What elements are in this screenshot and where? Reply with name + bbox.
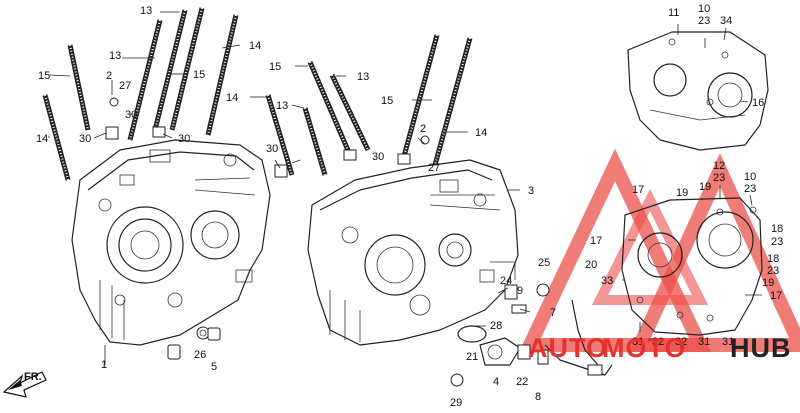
callout-label: 2 — [420, 123, 426, 135]
callout-label: 3 — [528, 185, 534, 197]
callout-label: 30 — [372, 151, 384, 163]
callout-label: 14 — [226, 92, 238, 104]
callout-label: 19 — [699, 181, 711, 193]
callout-label: 10 — [744, 171, 756, 183]
front-direction-label: FR. — [24, 371, 42, 383]
callout-labels: 13 14 15 13 2 27 15 14 30 30 30 15 13 14… — [36, 3, 783, 409]
callout-label: 9 — [517, 285, 523, 297]
watermark-brand-right: HUB — [730, 333, 792, 363]
right-crankcase-half — [307, 159, 519, 346]
callout-label: 13 — [140, 5, 152, 17]
callout-label: 23 — [771, 236, 783, 248]
callout-label: 2 — [106, 70, 112, 82]
callout-label: 17 — [590, 235, 602, 247]
callout-label: 27 — [428, 162, 440, 174]
left-small-parts — [167, 164, 288, 360]
callout-label: 28 — [490, 320, 502, 332]
callout-label: 14 — [36, 133, 48, 145]
callout-label: 25 — [538, 257, 550, 269]
left-stud-bolts — [42, 7, 239, 181]
callout-label: 4 — [493, 376, 499, 388]
center-stud-bolts — [265, 34, 473, 176]
callout-label: 33 — [601, 275, 613, 287]
callout-label: 11 — [668, 7, 679, 19]
callout-label: 30 — [125, 109, 137, 121]
callout-label: 21 — [466, 351, 478, 363]
callout-label: 30 — [79, 133, 91, 145]
watermark-logo — [518, 148, 800, 352]
callout-label: 13 — [276, 100, 288, 112]
callout-label: 8 — [535, 391, 541, 403]
callout-label: 31 — [722, 336, 734, 348]
callout-label: 22 — [516, 376, 528, 388]
callout-label: 15 — [269, 61, 281, 73]
left-crankcase-half — [71, 139, 271, 346]
callout-label: 12 — [713, 160, 725, 172]
lower-right-cover — [621, 197, 763, 336]
callout-label: 30 — [266, 143, 278, 155]
callout-label: 18 — [767, 253, 779, 265]
callout-label: 14 — [475, 127, 487, 139]
callout-label: 27 — [119, 80, 131, 92]
callout-label: 19 — [762, 277, 774, 289]
callout-label: 19 — [676, 187, 688, 199]
callout-label: 23 — [698, 15, 710, 27]
callout-label: 15 — [193, 69, 205, 81]
callout-label: 31 — [698, 336, 710, 348]
callout-label: 34 — [720, 15, 732, 27]
callout-label: 29 — [450, 397, 462, 409]
callout-label: 23 — [744, 183, 756, 195]
callout-label: 1 — [101, 359, 107, 371]
callout-label: 32 — [652, 336, 664, 348]
callout-label: 32 — [675, 336, 687, 348]
callout-label: 30 — [178, 133, 190, 145]
callout-label: 26 — [194, 349, 206, 361]
callout-label: 24 — [500, 275, 512, 287]
callout-label: 17 — [632, 184, 644, 196]
callout-label: 16 — [752, 97, 764, 109]
watermark-text: AUTO MOTO HUB — [528, 333, 792, 363]
callout-label: 10 — [698, 3, 710, 15]
callout-label: 5 — [211, 361, 217, 373]
upper-right-cover — [627, 31, 769, 151]
watermark-brand-mid: MOTO — [602, 333, 687, 363]
callout-label: 31 — [632, 336, 644, 348]
callout-label: 17 — [770, 290, 782, 302]
callout-label: 13 — [109, 50, 121, 62]
callout-label: 15 — [381, 95, 393, 107]
callout-label: 23 — [767, 265, 779, 277]
callout-label: 7 — [550, 307, 556, 319]
callout-label: 20 — [585, 259, 597, 271]
callout-label: 23 — [713, 172, 725, 184]
callout-label: 18 — [771, 223, 783, 235]
callout-label: 13 — [357, 71, 369, 83]
front-direction-arrow: FR. — [2, 371, 47, 398]
center-small-parts — [450, 283, 613, 387]
leader-lines — [48, 11, 762, 365]
callout-label: 15 — [38, 70, 50, 82]
callout-label: 14 — [249, 40, 261, 52]
watermark-brand-left: AUTO — [528, 333, 608, 363]
